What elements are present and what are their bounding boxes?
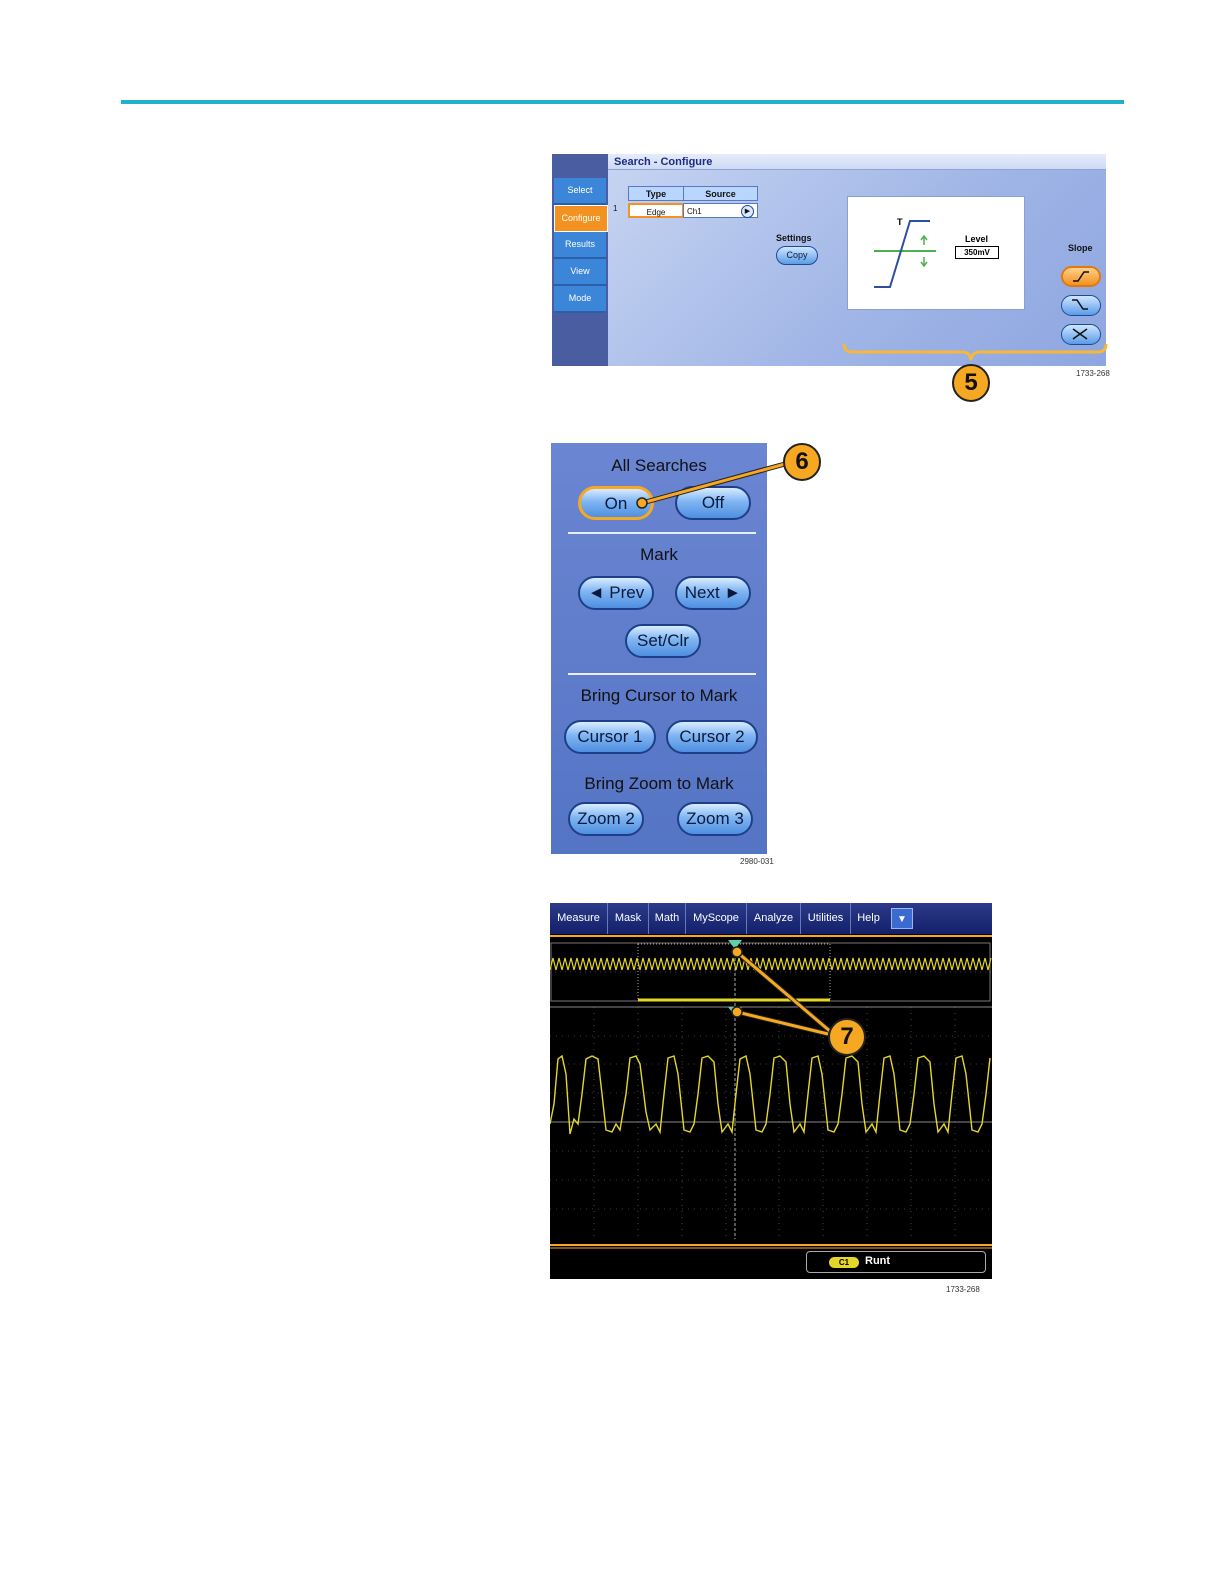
column-header-type: Type: [628, 186, 684, 201]
either-slope-button[interactable]: [1061, 324, 1101, 345]
type-cell[interactable]: Edge: [628, 203, 684, 218]
tab-view[interactable]: View: [554, 259, 606, 286]
callout-6: 6: [783, 443, 821, 481]
channel-badge: C1: [829, 1257, 859, 1268]
zoom-2-button[interactable]: Zoom 2: [568, 802, 644, 836]
cursor-2-button[interactable]: Cursor 2: [666, 720, 758, 754]
mark-label: Mark: [640, 545, 678, 564]
tab-configure[interactable]: Configure: [554, 205, 608, 232]
prev-mark-button[interactable]: ◄ Prev: [578, 576, 654, 610]
source-value: Ch1: [687, 207, 702, 216]
menu-help[interactable]: Help: [857, 912, 880, 924]
menu-math[interactable]: Math: [649, 903, 686, 934]
tab-select[interactable]: Select: [554, 178, 606, 205]
search-status-readout: C1 Runt: [806, 1251, 986, 1273]
menu-dropdown-button[interactable]: ▼: [891, 908, 913, 929]
callout-6-leader: [636, 461, 786, 509]
panel-title: Search - Configure: [608, 154, 1106, 170]
cursor-1-button[interactable]: Cursor 1: [564, 720, 656, 754]
edge-preview: T Level 350mV: [847, 196, 1025, 310]
settings-label: Settings: [776, 233, 812, 243]
scope-display: Measure Mask Math MyScope Analyze Utilit…: [550, 903, 992, 1279]
figure-code-1: 1733-268: [1076, 369, 1110, 378]
search-mark-upper-icon: [728, 940, 742, 949]
search-configure-panel: Search - Configure Select Configure Resu…: [552, 154, 1106, 366]
copy-settings-button[interactable]: Copy: [776, 246, 818, 265]
figure-code-3: 1733-268: [946, 1285, 980, 1294]
row-number: 1: [613, 204, 618, 213]
source-select-arrow-icon[interactable]: ▶: [741, 205, 754, 218]
divider: [568, 673, 756, 675]
bring-cursor-label: Bring Cursor to Mark: [580, 686, 738, 705]
callout-5: 5: [952, 364, 990, 402]
next-mark-button[interactable]: Next ►: [675, 576, 751, 610]
slope-bracket: [842, 343, 1108, 361]
menu-bar: Measure Mask Math MyScope Analyze Utilit…: [550, 903, 992, 934]
trigger-marker: T: [897, 217, 903, 227]
figure-code-2: 2980-031: [740, 857, 774, 866]
rising-slope-icon: [1073, 271, 1089, 282]
rising-slope-button[interactable]: [1061, 266, 1101, 287]
search-type-label: Runt: [865, 1255, 891, 1267]
bring-zoom-label: Bring Zoom to Mark: [584, 774, 734, 793]
callout-7-leaders: [731, 946, 833, 1037]
tab-mode[interactable]: Mode: [554, 286, 606, 313]
edge-waveform-diagram: [874, 220, 936, 288]
set-clear-mark-button[interactable]: Set/Clr: [625, 624, 701, 658]
level-value-field[interactable]: 350mV: [955, 246, 999, 259]
divider: [568, 532, 756, 534]
menu-myscope[interactable]: MyScope: [686, 903, 747, 934]
all-searches-label: All Searches: [611, 456, 707, 475]
falling-slope-button[interactable]: [1061, 295, 1101, 316]
either-slope-icon: [1072, 328, 1088, 340]
search-controls-panel: All Searches On Off Mark ◄ Prev Next ► S…: [551, 443, 767, 854]
menu-utilities[interactable]: Utilities: [801, 903, 851, 934]
zoom-3-button[interactable]: Zoom 3: [677, 802, 753, 836]
slope-label: Slope: [1068, 243, 1093, 253]
falling-slope-icon: [1072, 299, 1088, 310]
menu-analyze[interactable]: Analyze: [747, 903, 801, 934]
waveform-graticule: [550, 935, 992, 1249]
column-header-source: Source: [683, 186, 758, 201]
menu-measure[interactable]: Measure: [550, 903, 608, 934]
tab-results[interactable]: Results: [554, 232, 606, 259]
header-rule: [121, 100, 1124, 104]
callout-7: 7: [828, 1018, 866, 1056]
menu-mask[interactable]: Mask: [608, 903, 649, 934]
level-label: Level: [965, 234, 989, 244]
source-cell[interactable]: Ch1 ▶: [683, 203, 758, 218]
